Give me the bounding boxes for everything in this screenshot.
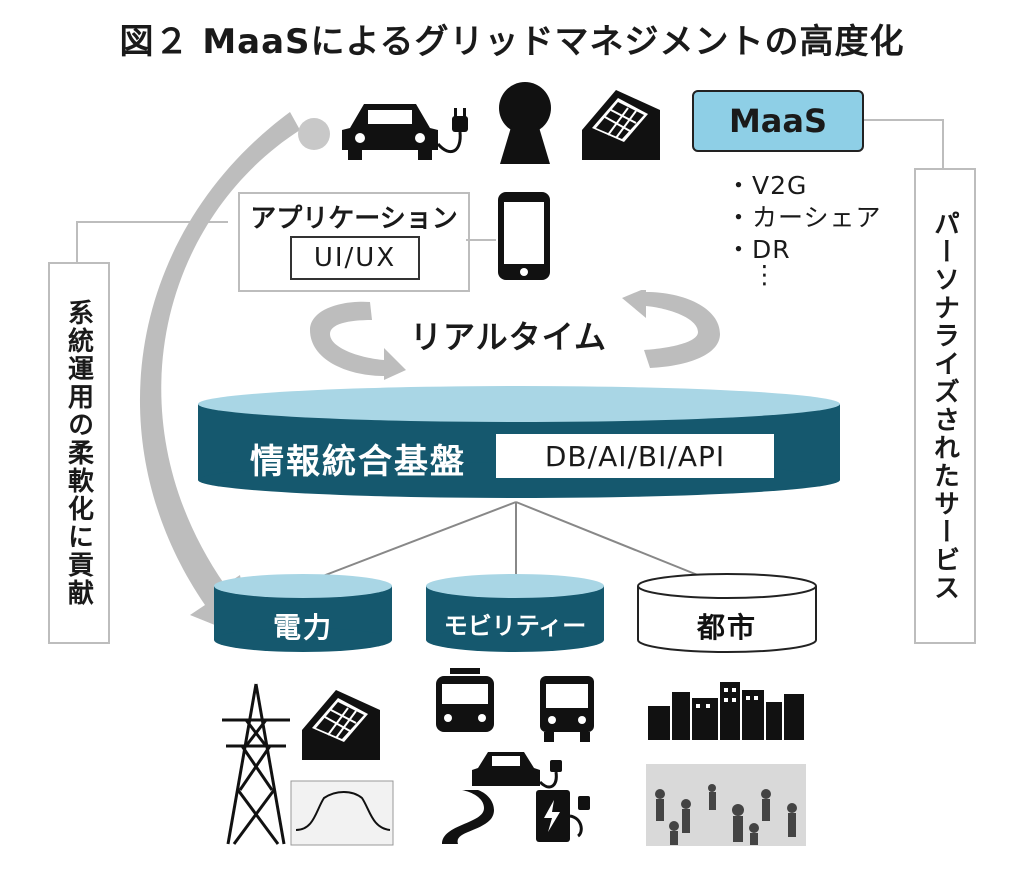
bus-icon	[540, 676, 594, 742]
maas-item-v2g: ・V2G	[726, 171, 808, 200]
ui-ux-label: UI/UX	[290, 236, 420, 280]
maas-item-more: ⋮	[752, 260, 778, 289]
application-label: アプリケーション	[250, 204, 458, 234]
grid-flexibility-box: 系統運用の柔軟化に貢献	[48, 262, 110, 644]
realtime-label: リアルタイム	[410, 318, 608, 356]
info-platform-tech: DB/AI/BI/API	[496, 434, 774, 478]
train-icon	[436, 668, 494, 732]
city-cylinder	[637, 573, 817, 653]
solar-house-icon	[302, 690, 380, 760]
ev-charger-icon	[536, 790, 590, 842]
power-cylinder	[214, 574, 392, 652]
realtime-cycle-icon	[310, 290, 720, 380]
crowd-photo-icon	[646, 764, 806, 846]
grid-flexibility-label: 系統運用の柔軟化に貢献	[63, 299, 94, 607]
solar-house-icon	[582, 90, 660, 160]
info-platform-label: 情報統合基盤	[250, 442, 466, 482]
road-icon	[442, 790, 494, 844]
personalized-service-label: パーソナライズされたサービス	[929, 210, 960, 602]
domain-power-label: 電力	[272, 611, 333, 644]
personalized-service-box: パーソナライズされたサービス	[914, 168, 976, 644]
smartphone-icon	[498, 192, 550, 280]
keyhole-icon	[499, 82, 551, 164]
load-curve-chart-icon	[290, 780, 394, 846]
page-title: 図２ MaaSによるグリッドマネジメントの高度化	[119, 22, 905, 62]
city-skyline-icon	[648, 682, 804, 740]
gray-dot-icon	[298, 118, 330, 150]
domain-city-label: 都市	[696, 611, 757, 644]
maas-badge: MaaS	[692, 90, 864, 152]
maas-item-dr: ・DR	[726, 235, 791, 264]
maas-item-carshare: ・カーシェア	[726, 203, 882, 232]
transmission-tower-icon	[222, 683, 290, 845]
mobility-cylinder	[426, 574, 604, 652]
application-box	[238, 192, 470, 292]
domain-mobility-label: モビリティー	[443, 612, 587, 640]
car-charging-icon	[342, 104, 468, 160]
car-charging-icon	[472, 752, 562, 789]
